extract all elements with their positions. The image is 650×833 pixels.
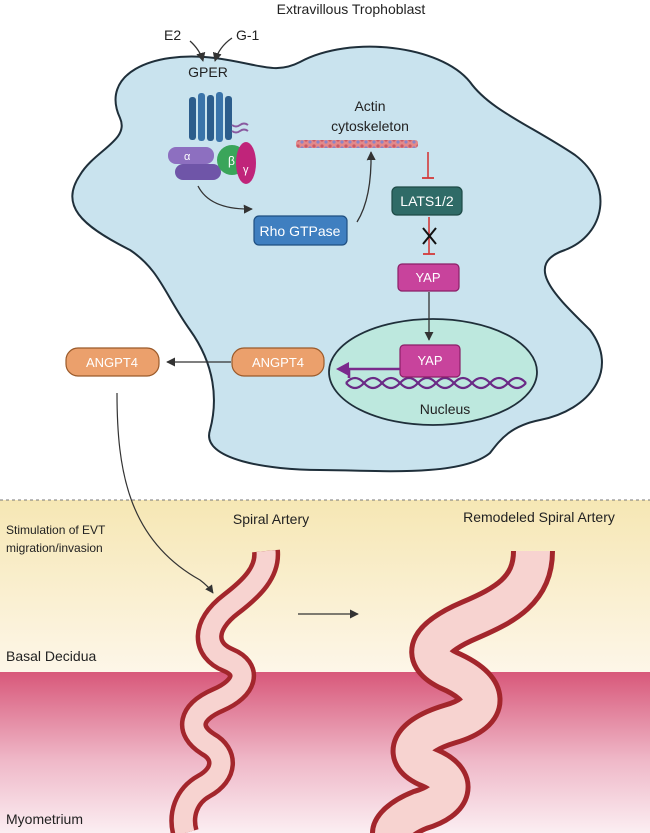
rho-gtpase-label: Rho GTPase [260, 223, 341, 239]
g-beta-label: β [228, 154, 235, 168]
basal-decidua-label: Basal Decidua [6, 648, 96, 664]
lats-box [391, 186, 463, 216]
gper-receptor-icon [189, 92, 249, 142]
lats-label: LATS1/2 [400, 193, 454, 209]
g-gamma-label: γ [243, 164, 249, 176]
trophoblast-cell [71, 45, 603, 473]
dna-strand-2 [345, 376, 527, 390]
myometrium-label: Myometrium [6, 811, 83, 827]
actin-label-line1: Actin [354, 98, 385, 114]
arrow-e2-to-gper [189, 40, 206, 62]
g1-label: G-1 [236, 27, 260, 43]
yap-nucleus-box [399, 344, 461, 378]
g-protein-icon [168, 142, 256, 184]
angpt4-cell-box [231, 347, 325, 377]
actin-filament [296, 140, 418, 148]
spiral-artery-label: Spiral Artery [233, 511, 309, 527]
transcription-arrow-head [336, 362, 349, 376]
actin-label-line2: cytoskeleton [331, 118, 409, 134]
gper-label: GPER [188, 64, 228, 80]
yap-cytoplasm-label: YAP [415, 270, 440, 285]
remodeled-spiral-artery-icon [370, 549, 555, 833]
angpt4-secreted-label: ANGPT4 [86, 355, 138, 370]
yap-nucleus-label: YAP [417, 353, 442, 368]
e2-label: E2 [164, 27, 181, 43]
stimulation-label-line1: Stimulation of EVT [6, 523, 106, 537]
rho-gtpase-box [253, 215, 348, 246]
spiral-artery-icon [169, 549, 281, 833]
diagram-title: Extravillous Trophoblast [277, 1, 426, 17]
arrow-gprotein-to-rho [197, 185, 253, 214]
arrow-angpt4-to-artery [116, 392, 214, 594]
yap-cytoplasm-box [397, 263, 460, 292]
angpt4-cell-label: ANGPT4 [252, 355, 304, 370]
arrow-rho-to-actin [356, 151, 376, 223]
inhibit-actin-lats [422, 152, 434, 179]
arrow-g1-to-gper [212, 37, 233, 62]
nucleus-label: Nucleus [420, 401, 471, 417]
angpt4-secreted-box [65, 347, 160, 377]
inhibit-lats-yap-blocked [422, 217, 437, 255]
remodeled-artery-label: Remodeled Spiral Artery [463, 509, 615, 525]
g-alpha-label: α [184, 151, 191, 163]
myometrium-layer [0, 672, 650, 833]
stimulation-label-line2: migration/invasion [6, 541, 103, 555]
